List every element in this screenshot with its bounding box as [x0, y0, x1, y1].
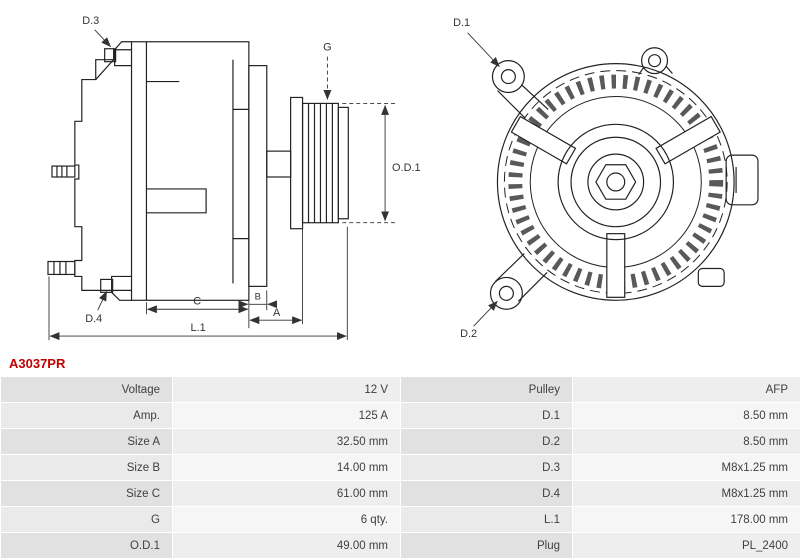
dim-label-l1: L.1 [191, 322, 206, 334]
spec-row: G 6 qty. L.1 178.00 mm [1, 507, 800, 533]
spec-value-cell: 12 V [173, 377, 401, 403]
spec-value-cell: 8.50 mm [573, 429, 800, 455]
spec-value-cell: 6 qty. [173, 507, 401, 533]
spec-label-cell: L.1 [401, 507, 573, 533]
spec-label-cell: Size C [1, 481, 173, 507]
dim-label-d2: D.2 [460, 328, 477, 340]
dim-label-d1: D.1 [453, 17, 470, 29]
spec-value-cell: 125 A [173, 403, 401, 429]
spec-value-cell: 61.00 mm [173, 481, 401, 507]
alternator-front-view [490, 48, 757, 310]
spec-table: Voltage 12 V Pulley AFP Amp. 125 A D.1 8… [0, 376, 800, 559]
dimension-lines [49, 30, 499, 340]
spec-row: Size B 14.00 mm D.3 M8x1.25 mm [1, 455, 800, 481]
spec-value-cell: 14.00 mm [173, 455, 401, 481]
spec-label-cell: G [1, 507, 173, 533]
dim-label-d4: D.4 [85, 313, 102, 325]
spec-value-cell: 8.50 mm [573, 403, 800, 429]
spec-label-cell: Voltage [1, 377, 173, 403]
spec-label-cell: D.3 [401, 455, 573, 481]
spec-row: Size C 61.00 mm D.4 M8x1.25 mm [1, 481, 800, 507]
spec-label-cell: D.4 [401, 481, 573, 507]
dim-label-g: G [323, 42, 332, 54]
dim-label-a: A [273, 307, 281, 319]
spec-label-cell: Amp. [1, 403, 173, 429]
spec-value-cell: PL_2400 [573, 533, 800, 559]
spec-value-cell: 32.50 mm [173, 429, 401, 455]
spec-row: O.D.1 49.00 mm Plug PL_2400 [1, 533, 800, 559]
spec-label-cell: Plug [401, 533, 573, 559]
part-number: A3037PR [0, 352, 800, 376]
technical-drawing: D.3 G O.D.1 D.4 C B A L.1 D.1 D.2 [0, 0, 800, 352]
alternator-side-view [48, 42, 348, 301]
spec-label-cell: D.2 [401, 429, 573, 455]
spec-value-cell: AFP [573, 377, 800, 403]
dim-label-c: C [193, 295, 201, 307]
dim-label-b: B [255, 291, 261, 302]
spec-label-cell: Pulley [401, 377, 573, 403]
spec-label-cell: O.D.1 [1, 533, 173, 559]
spec-row: Amp. 125 A D.1 8.50 mm [1, 403, 800, 429]
alternator-drawing-svg: D.3 G O.D.1 D.4 C B A L.1 D.1 D.2 [0, 0, 800, 352]
spec-label-cell: Size A [1, 429, 173, 455]
spec-row: Voltage 12 V Pulley AFP [1, 377, 800, 403]
spec-value-cell: M8x1.25 mm [573, 455, 800, 481]
spec-row: Size A 32.50 mm D.2 8.50 mm [1, 429, 800, 455]
dim-label-d3: D.3 [82, 15, 99, 27]
spec-value-cell: 49.00 mm [173, 533, 401, 559]
dim-label-od1: O.D.1 [392, 162, 421, 174]
spec-label-cell: D.1 [401, 403, 573, 429]
spec-value-cell: M8x1.25 mm [573, 481, 800, 507]
spec-label-cell: Size B [1, 455, 173, 481]
spec-value-cell: 178.00 mm [573, 507, 800, 533]
